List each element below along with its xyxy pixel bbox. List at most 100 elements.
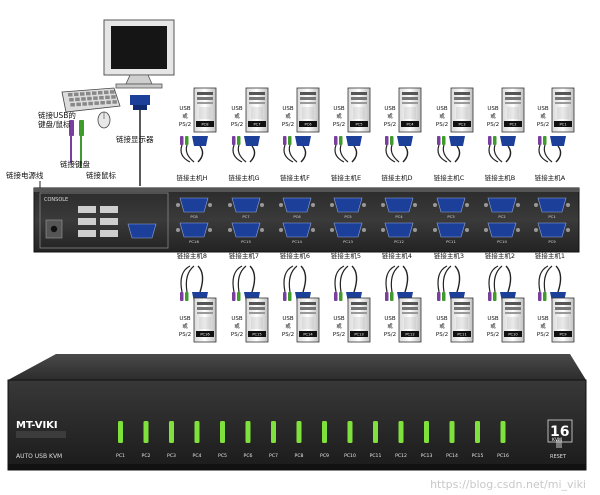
kvm-brand: MT-VIKI: [16, 420, 58, 431]
pc-drive-bay: [402, 97, 418, 100]
front-port[interactable]: PC5: [218, 421, 227, 459]
pc-port-badge: [350, 121, 368, 127]
vga-socket: [436, 197, 466, 213]
host-cable-bundle: [180, 265, 208, 302]
host-or-label: 或: [540, 322, 546, 330]
front-port[interactable]: PC14: [446, 421, 458, 459]
front-port-led: [271, 421, 276, 443]
front-port[interactable]: PC6: [244, 421, 253, 459]
front-port[interactable]: PC13: [421, 421, 433, 459]
cable: [237, 265, 247, 293]
cable: [488, 144, 499, 163]
host-usb-label: USB: [282, 316, 294, 322]
pc-port-label: PC8: [202, 123, 210, 127]
rear-port-label: PC15: [241, 239, 251, 244]
rear-port-label: PC4: [395, 214, 403, 219]
rear-port-label: PC1: [548, 214, 556, 219]
keyboard-port-label: 链接键盘: [60, 159, 90, 169]
pc-port-label: PC9: [560, 333, 568, 337]
keyboard-key: [93, 96, 98, 100]
pc-drive-bay: [454, 97, 470, 100]
front-port-label: PC9: [320, 453, 329, 459]
pc-drive-bay: [454, 307, 470, 310]
front-port[interactable]: PC10: [344, 421, 356, 459]
front-port-label: PC14: [446, 453, 458, 459]
front-port[interactable]: PC9: [320, 421, 329, 459]
front-port[interactable]: PC2: [142, 421, 151, 459]
rear-vga-port: PC8: [176, 197, 212, 219]
cable: [300, 145, 307, 163]
vga-socket: [179, 197, 209, 213]
front-port-led: [143, 421, 149, 443]
keyboard-key: [112, 100, 117, 104]
vga-screw: [433, 203, 437, 207]
host-cable-bundle: [437, 136, 465, 163]
vga-socket: [436, 222, 466, 238]
keyboard-key: [68, 93, 73, 97]
host-ps2-label: PS/2: [537, 332, 549, 338]
rear-vga-port: PC15: [228, 222, 264, 244]
pc-port-label: PC5: [356, 123, 363, 127]
front-port[interactable]: PC8: [295, 421, 304, 459]
host-or-label: 或: [182, 112, 188, 120]
ps2-keyboard-plug: [437, 136, 441, 145]
front-port[interactable]: PC12: [395, 421, 407, 459]
keyboard-key: [104, 90, 109, 95]
pc-port-badge: [196, 331, 214, 337]
host-or-label: 或: [285, 112, 291, 120]
host-or-label: 或: [234, 322, 240, 330]
vga-plug: [449, 136, 465, 146]
kvm-reset-button[interactable]: [556, 440, 562, 448]
pc-drive-bay: [402, 102, 418, 104]
host-or-label: 或: [490, 112, 496, 120]
vga-screw: [465, 203, 469, 207]
host-1-label: 链接主机1: [535, 251, 565, 260]
monitor: [103, 19, 175, 89]
ps2-mouse-plug: [543, 136, 547, 145]
vga-screw: [260, 228, 264, 232]
front-port[interactable]: PC1: [116, 421, 125, 459]
front-port-led: [296, 421, 302, 443]
pc-drive-bay: [505, 102, 521, 104]
keyboard-key: [70, 103, 75, 107]
host-or-label: 或: [336, 112, 342, 120]
front-port[interactable]: PC16: [497, 421, 509, 459]
host-usb-label: USB: [436, 106, 448, 112]
pc-drive-bay: [351, 312, 367, 314]
front-port[interactable]: PC11: [370, 421, 382, 459]
cable: [543, 265, 553, 293]
front-port[interactable]: PC15: [472, 421, 484, 459]
vga-screw: [534, 203, 538, 207]
front-port[interactable]: PC7: [269, 421, 278, 459]
host-3-label: 链接主机3: [434, 251, 464, 260]
pc-port-label: PC11: [457, 333, 466, 337]
kvm-model: AUTO USB KVM: [16, 453, 62, 460]
host-ps2-label: PS/2: [179, 122, 191, 128]
vga-socket: [487, 197, 517, 213]
pc-port-label: PC13: [354, 333, 363, 337]
host-b-label: 链接主机B: [485, 173, 515, 182]
front-port[interactable]: PC4: [193, 421, 202, 459]
pc-drive-bay: [300, 302, 316, 305]
front-port[interactable]: PC3: [167, 421, 176, 459]
pc-drive-bay: [249, 92, 265, 95]
keyboard-ps2-plug: [69, 120, 74, 136]
pc-drive-bay: [197, 302, 213, 305]
cable: [555, 265, 562, 293]
console-connectors: [69, 95, 150, 186]
host-h-label: 链接主机H: [177, 173, 208, 182]
rear-port-label: PC11: [446, 239, 456, 244]
pc-drive-bay: [249, 302, 265, 305]
pc-drive-bay: [454, 302, 470, 305]
vga-screw: [381, 203, 385, 207]
